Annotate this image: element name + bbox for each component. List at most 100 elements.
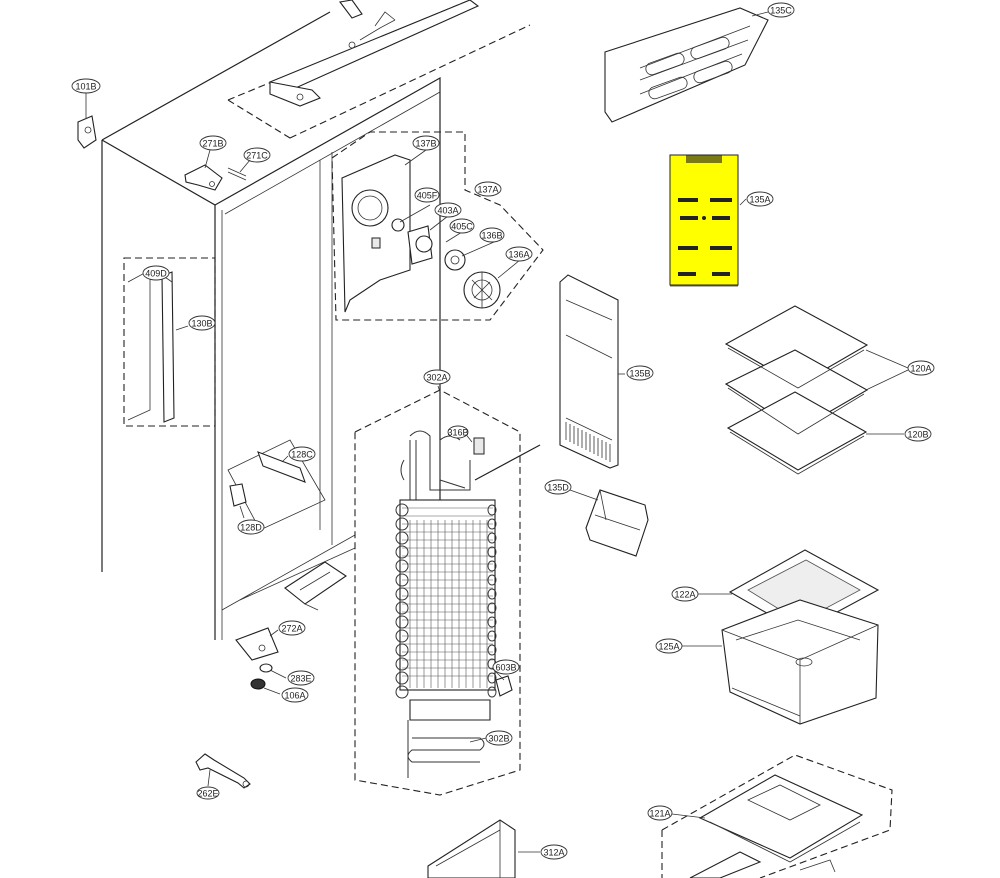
callout-label: 302B [488,734,509,744]
part-283E [259,663,287,679]
callout-bubble [237,519,265,535]
callout-603B: 603B [492,659,520,675]
callout-409D: 409D [142,265,170,281]
callout-label: 136B [481,231,502,241]
callout-bubble [434,202,462,218]
callout-bubble [655,638,683,654]
evaporator-assembly [354,385,541,796]
callout-bubble [746,191,774,207]
callout-bubble [288,446,316,462]
callout-label: 128C [291,450,313,460]
callout-271B: 271B [199,135,227,151]
callout-271C: 271C [243,147,271,163]
fan-assembly [331,131,544,321]
callout-labels: 101B 271B 271C 409D 130B 128C 128D 272A 283E 106A… [71,2,935,860]
callout-bubble [281,687,309,703]
callout-bubble [505,246,533,262]
callout-bubble [449,218,475,234]
callout-bubble [474,181,502,197]
callout-bubble [423,369,451,385]
callout-bubble [904,426,932,442]
callout-bubble [492,659,520,675]
callout-label: 302A [426,373,447,383]
callout-405C: 405C [449,218,475,234]
callout-135B: 135B [626,365,654,381]
part-135B [559,274,625,469]
callout-label: 262E [197,789,218,799]
callout-bubble [485,730,513,746]
callout-bubble [544,479,572,495]
callout-label: 312A [543,848,564,858]
callout-bubble [907,360,935,376]
part-272A [235,627,279,661]
callout-130B: 130B [188,315,216,331]
callout-bubble [479,227,505,243]
callout-label: 409D [145,269,167,279]
callout-bubble [414,187,440,203]
part-128C [257,451,306,483]
callout-label: 120B [907,430,928,440]
callout-label: 135C [770,6,792,16]
callout-136B: 136B [479,227,505,243]
callout-122A: 122A [671,586,699,602]
callout-label: 272A [281,624,302,634]
top-rail-assembly [227,0,531,139]
part-135D [569,489,649,557]
part-271C [227,159,251,181]
callout-label: 130B [191,319,212,329]
callout-label: 603B [495,663,516,673]
callout-302B: 302B [485,730,513,746]
callout-106A: 106A [281,687,309,703]
callout-bubble [412,135,440,151]
callout-bubble [287,670,315,686]
part-262E-wrench [195,753,251,789]
callout-bubble [199,135,227,151]
callout-label: 136A [508,250,529,260]
callout-label: 135B [629,369,650,379]
callout-136A: 136A [505,246,533,262]
callout-bubble [767,2,795,18]
callout-bubble [278,620,306,636]
callout-label: 316B [447,428,468,438]
callout-bubble [196,786,220,800]
callout-125A: 125A [655,638,683,654]
callout-bubble [71,78,101,94]
callout-302A: 302A [423,369,451,385]
callout-bubble [671,586,699,602]
part-121A [661,754,893,878]
callout-120B: 120B [904,426,932,442]
callout-bubble [647,805,673,821]
part-271B [184,149,223,191]
part-312A [427,819,540,878]
callout-label: 405C [451,222,473,232]
callout-label: 121A [649,809,670,819]
callout-label: 125A [658,642,679,652]
callout-label: 106A [284,691,305,701]
callout-312A: 312A [540,844,568,860]
callout-bubble [626,365,654,381]
callout-label: 137A [477,185,498,195]
callout-135C: 135C [767,2,795,18]
callout-label: 135D [547,483,569,493]
callout-137A: 137A [474,181,502,197]
callout-101B: 101B [71,78,101,94]
callout-135A: 135A [746,191,774,207]
callout-bubble [540,844,568,860]
callout-121A: 121A [647,805,673,821]
callout-label: 120A [910,364,931,374]
middle-hinge [284,561,347,611]
callout-label: 405F [417,191,438,201]
callout-128D: 128D [237,519,265,535]
callout-label: 271B [202,139,223,149]
callout-120A: 120A [907,360,935,376]
callout-label: 128D [240,523,262,533]
callout-label: 283E [290,674,311,684]
part-409D-130B [123,257,216,427]
callout-bubble [447,425,469,439]
callout-128C: 128C [288,446,316,462]
part-135C-door-basket [604,7,769,123]
callout-label: 271C [246,151,268,161]
callout-label: 101B [75,82,96,92]
callout-bubble [188,315,216,331]
